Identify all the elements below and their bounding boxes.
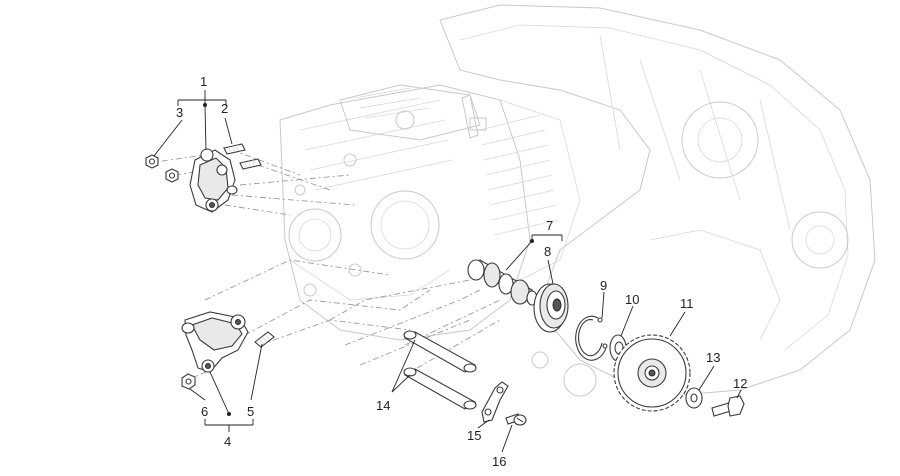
engine-block-ghost: [279, 4, 876, 397]
callout-14: 14: [376, 398, 390, 413]
callout-12: 12: [733, 376, 747, 391]
callout-labels: 1 2 3 4 5 6 7 8 9 10 11 12 13 14 15 16: [176, 74, 747, 469]
camshaft-sprocket: [613, 334, 691, 412]
nut-upper-left: [145, 154, 159, 169]
bolt-sprocket: [711, 395, 745, 417]
callout-6: 6: [201, 404, 208, 419]
camshaft: [467, 259, 538, 306]
rocker-pin-lower: [403, 367, 477, 410]
rocker-arm-upper: [189, 148, 238, 213]
nut-lower: [181, 373, 196, 390]
nut-upper-right: [165, 168, 179, 183]
callout-9: 9: [600, 278, 607, 293]
callout-leaders: [153, 90, 742, 453]
callout-15: 15: [467, 428, 481, 443]
rocker-pin-upper: [403, 330, 477, 373]
callout-4: 4: [224, 434, 231, 449]
callout-11: 11: [680, 296, 694, 311]
callout-13: 13: [706, 350, 720, 365]
bearing: [533, 283, 569, 333]
callout-2: 2: [221, 101, 228, 116]
callout-1: 1: [200, 74, 207, 89]
callout-7: 7: [546, 218, 553, 233]
adjuster-screw-upper-a: [223, 143, 246, 155]
circlip: [575, 315, 608, 361]
washer-small: [685, 387, 703, 409]
callout-8: 8: [544, 244, 551, 259]
callout-10: 10: [625, 292, 639, 307]
rocker-arm-lower: [181, 311, 249, 373]
retaining-plate: [481, 381, 509, 423]
callout-16: 16: [492, 454, 506, 469]
adjuster-screw-upper-b: [239, 158, 262, 170]
adjuster-screw-lower: [254, 331, 275, 348]
screw-plate: [505, 413, 527, 426]
callout-5: 5: [247, 404, 254, 419]
callout-3: 3: [176, 105, 183, 120]
